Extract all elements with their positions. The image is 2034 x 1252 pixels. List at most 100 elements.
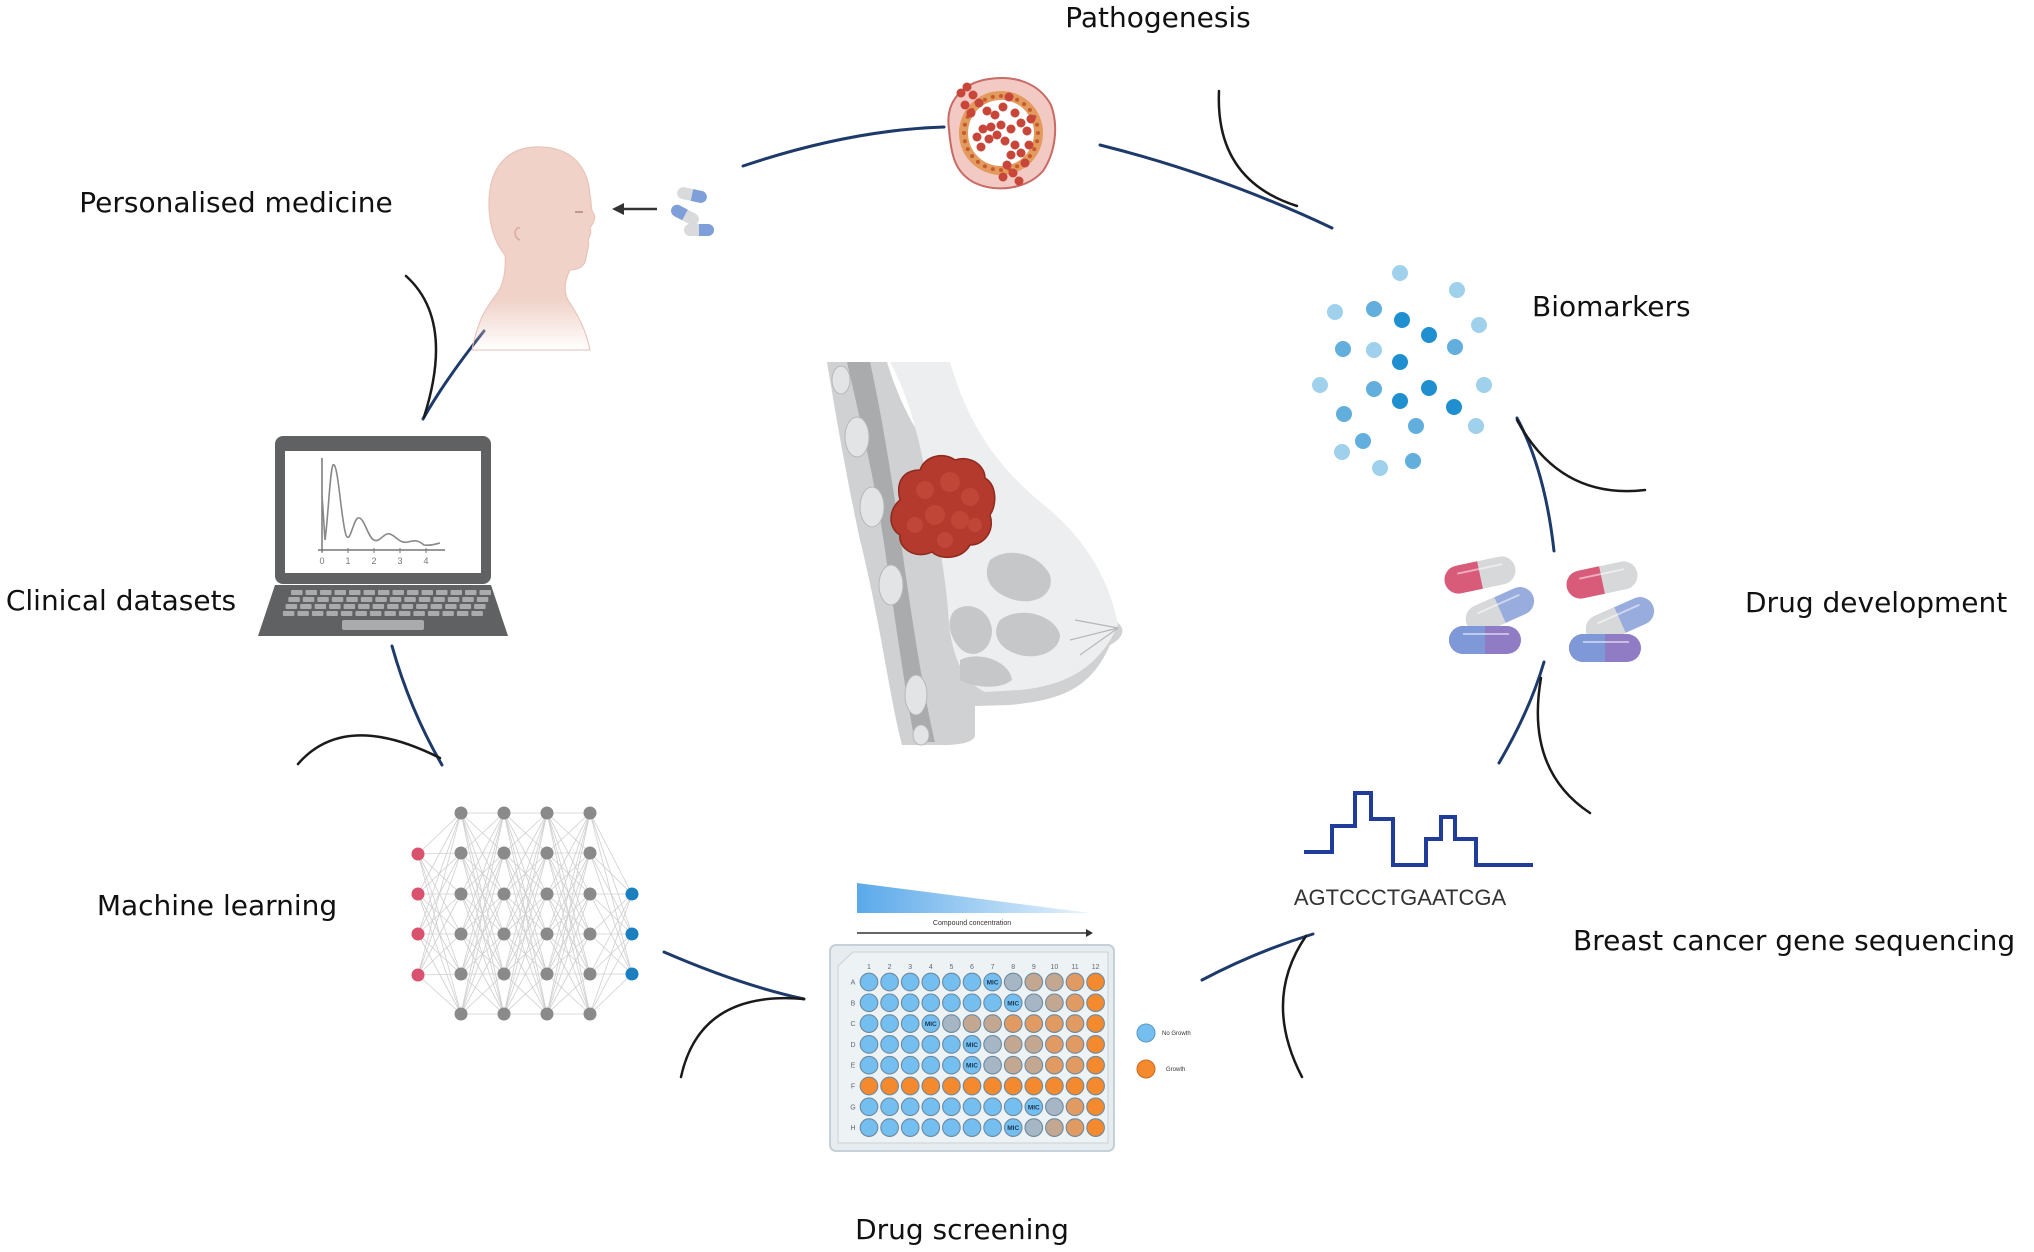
- nn-hidden-node: [583, 846, 597, 860]
- nn-edge: [589, 852, 633, 935]
- nn-edge: [460, 812, 505, 935]
- nn-hidden-node: [497, 846, 511, 860]
- mic-marker: MIC: [925, 1021, 937, 1028]
- tumor-cell: [1020, 158, 1030, 168]
- plate-well: [942, 1055, 961, 1075]
- tumor-cell: [1008, 168, 1018, 178]
- cell-nucleus: [975, 159, 980, 164]
- nn-edge: [589, 933, 633, 1015]
- plate-row-label: D: [850, 1042, 855, 1049]
- plate-well: [1065, 1118, 1085, 1137]
- plate-well: [942, 1035, 961, 1054]
- laptop-chart-tick-label: 3: [397, 556, 402, 566]
- cell-nucleus: [1015, 97, 1020, 102]
- nn-hidden-node: [454, 846, 468, 860]
- biomarker-dot: [1392, 354, 1408, 370]
- plate-well: [983, 1076, 1002, 1096]
- plate-well: [880, 1035, 899, 1054]
- patient-pills-icon: [471, 146, 714, 351]
- plate-well: [1045, 1035, 1064, 1054]
- plate-well: [921, 1055, 941, 1075]
- nn-edge: [546, 812, 591, 895]
- nn-edge: [546, 852, 591, 1015]
- cell-nucleus: [999, 94, 1003, 98]
- plate-well: [1065, 1035, 1085, 1054]
- plate-well: [983, 1014, 1002, 1033]
- plate-well: [942, 1076, 961, 1096]
- nn-edge: [460, 812, 505, 895]
- plate-well: [1045, 1014, 1064, 1033]
- plate-row-label: F: [851, 1084, 855, 1091]
- plate-well: [942, 1014, 961, 1033]
- laptop-key: [285, 604, 298, 609]
- plate-well: [962, 972, 982, 992]
- capsules-icon: [1444, 556, 1655, 662]
- capsule: [1566, 561, 1638, 599]
- laptop-key: [433, 597, 445, 602]
- biomarker-dot: [1372, 460, 1388, 476]
- plate-well: [962, 1097, 982, 1117]
- tumor-cell: [978, 124, 988, 134]
- laptop-key: [329, 604, 341, 609]
- biomarker-dot: [1312, 377, 1328, 393]
- biomarker-dot: [1366, 381, 1382, 397]
- laptop-key: [465, 590, 477, 595]
- plate-column-label: 5: [949, 964, 953, 971]
- plate-well: [1045, 1118, 1064, 1137]
- nn-hidden-node: [497, 927, 511, 941]
- plate-column-label: 4: [929, 964, 933, 971]
- tumor-cell: [1004, 92, 1014, 102]
- nn-edge: [589, 852, 633, 895]
- laptop-key: [317, 597, 329, 602]
- laptop-key: [416, 604, 428, 609]
- plate-well: [900, 993, 920, 1013]
- tumor-cell: [990, 110, 1000, 120]
- plate-well: [1086, 1035, 1105, 1054]
- tumor-cell: [992, 130, 1002, 140]
- laptop-key: [291, 590, 303, 595]
- legend-label-no-growth: No Growth: [1162, 1031, 1191, 1037]
- plate-column-label: 12: [1092, 964, 1100, 971]
- plate-well: [1045, 1097, 1064, 1117]
- nn-edge: [460, 973, 505, 1015]
- tumor-cell: [1006, 150, 1016, 160]
- stage-label-drug-screening: Drug screening: [855, 1213, 1069, 1246]
- tumor-cell: [972, 132, 982, 142]
- plate-well: [859, 1035, 879, 1054]
- biomarker-dot: [1355, 433, 1371, 449]
- laptop-key: [421, 590, 433, 595]
- laptop-key: [302, 597, 315, 602]
- plate-well: [921, 1035, 941, 1054]
- nn-edge: [503, 852, 548, 1015]
- laptop-chart-tick-label: 1: [345, 556, 350, 566]
- nn-edge: [460, 893, 505, 1015]
- laptop-key: [430, 604, 443, 609]
- nn-hidden-node: [540, 846, 554, 860]
- plate-well: [921, 1076, 941, 1096]
- capsule: [1465, 587, 1535, 633]
- plate-well: [983, 1118, 1002, 1137]
- nn-edge: [503, 812, 548, 854]
- nn-output-node: [625, 967, 639, 981]
- nn-hidden-node: [454, 887, 468, 901]
- plate-well: [1024, 1076, 1044, 1096]
- plate-well: [1045, 993, 1064, 1013]
- cell-nucleus: [1032, 147, 1037, 152]
- nn-hidden-node: [454, 806, 468, 820]
- nn-hidden-node: [497, 887, 511, 901]
- biomarker-dot: [1421, 327, 1437, 343]
- plate-well: [900, 972, 920, 992]
- arc-datasets-to-ml: [390, 644, 444, 767]
- arc-biomarkers-to-drug-development: [1515, 416, 1556, 553]
- plate-well: [859, 1118, 879, 1137]
- biomarker-dot: [1447, 339, 1463, 355]
- laptop-key: [360, 597, 373, 602]
- plate-well: [900, 1035, 920, 1054]
- biomarker-dot: [1334, 444, 1350, 460]
- tumor-cell: [1026, 114, 1036, 124]
- plate-column-label: 2: [888, 964, 892, 971]
- concentration-gradient: [857, 883, 1090, 913]
- biomarker-dot: [1405, 453, 1421, 469]
